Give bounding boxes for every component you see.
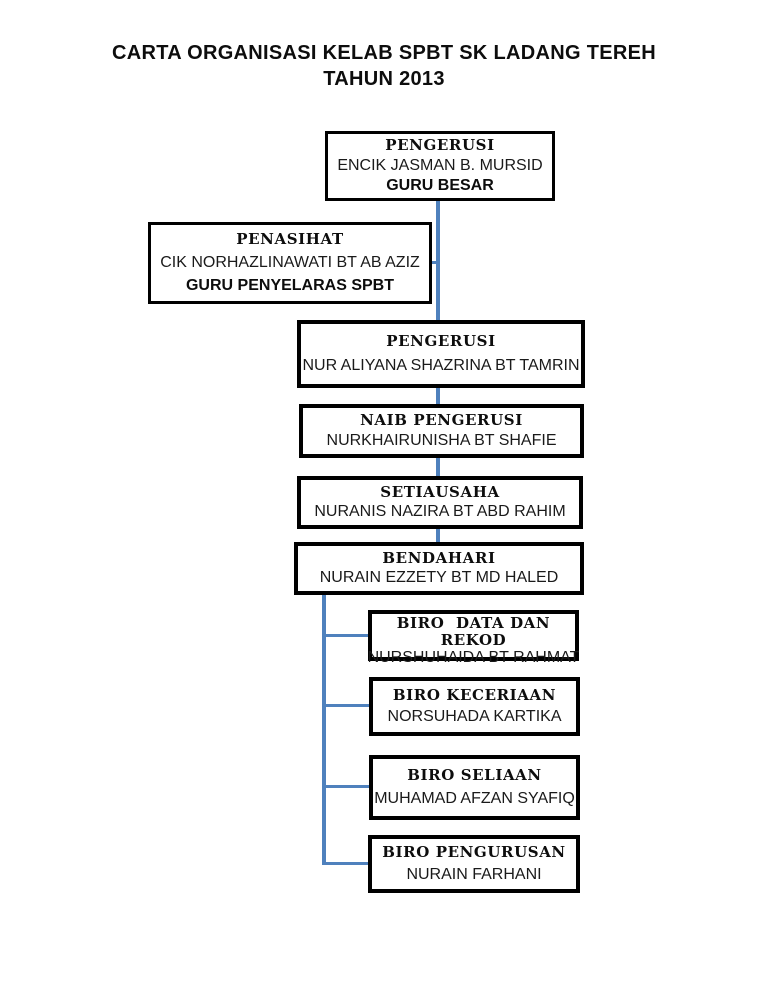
org-box-naib-pengerusi: NAIB PENGERUSI NURKHAIRUNISHA BT SHAFIE: [299, 404, 584, 458]
box-heading: BENDAHARI: [382, 548, 496, 567]
org-box-bendahari: BENDAHARI NURAIN EZZETY BT MD HALED: [294, 542, 584, 595]
box-heading: BIRO PENGURUSAN: [382, 843, 566, 862]
connector-naib-setiausaha: [436, 458, 440, 476]
org-box-setiausaha: SETIAUSAHA NURANIS NAZIRA BT ABD RAHIM: [297, 476, 583, 529]
box-heading: BIRO DATA DAN REKOD: [396, 614, 557, 649]
connector-biro-keceriaan-branch: [326, 704, 369, 707]
box-heading: NAIB PENGERUSI: [360, 411, 523, 429]
box-heading: SETIAUSAHA: [380, 482, 500, 501]
box-person-name: NORSUHADA KARTIKA: [387, 708, 562, 726]
connector-setiausaha-bendahari: [436, 529, 440, 542]
org-box-pengerusi-murid: PENGERUSI NUR ALIYANA SHAZRINA BT TAMRIN: [297, 320, 585, 388]
box-person-name: NURAIN FARHANI: [406, 865, 542, 883]
org-box-biro-keceriaan: BIRO KECERIAAN NORSUHADA KARTIKA: [369, 677, 580, 736]
org-box-biro-seliaan: BIRO SELIAAN MUHAMAD AFZAN SYAFIQ: [369, 755, 580, 820]
org-box-biro-data-dan-rekod: BIRO DATA DAN REKOD NURSHUHAIDA BT RAHMA…: [368, 610, 579, 666]
connector-biro-trunk: [322, 595, 326, 865]
box-person-name: CIK NORHAZLINAWATI BT AB AZIZ: [160, 253, 420, 271]
connector-biro-data-branch: [326, 634, 368, 637]
box-person-name: NURAIN EZZETY BT MD HALED: [319, 569, 559, 587]
box-person-name: NURKHAIRUNISHA BT SHAFIE: [326, 432, 557, 449]
connector-vertical-top: [436, 201, 440, 320]
box-person-name: ENCIK JASMAN B. MURSID: [337, 156, 543, 174]
box-person-name: NURSHUHAIDA BT RAHMAT: [367, 649, 580, 666]
box-person-name: NURANIS NAZIRA BT ABD RAHIM: [314, 503, 566, 521]
box-heading: PENASIHAT: [236, 230, 344, 249]
box-heading: PENGERUSI: [386, 331, 496, 350]
connector-penasihat-stub: [430, 261, 438, 264]
box-heading: BIRO KECERIAAN: [392, 685, 557, 704]
box-subtitle: GURU PENYELARAS SPBT: [185, 276, 395, 294]
box-heading: PENGERUSI: [385, 136, 495, 155]
connector-pengerusi-naib: [436, 388, 440, 404]
box-person-name: MUHAMAD AFZAN SYAFIQ: [374, 790, 575, 808]
connector-biro-seliaan-branch: [326, 785, 369, 788]
org-box-biro-pengurusan: BIRO PENGURUSAN NURAIN FARHANI: [368, 835, 580, 893]
box-person-name: NUR ALIYANA SHAZRINA BT TAMRIN: [302, 357, 580, 375]
box-subtitle: GURU BESAR: [386, 176, 494, 194]
org-box-penasihat: PENASIHAT CIK NORHAZLINAWATI BT AB AZIZ …: [148, 222, 432, 304]
org-box-pengerusi-guru-besar: PENGERUSI ENCIK JASMAN B. MURSID GURU BE…: [325, 131, 555, 201]
box-heading: BIRO SELIAAN: [407, 765, 542, 784]
connector-biro-pengurusan-branch: [326, 862, 368, 865]
page-title: CARTA ORGANISASI KELAB SPBT SK LADANG TE…: [111, 42, 657, 90]
